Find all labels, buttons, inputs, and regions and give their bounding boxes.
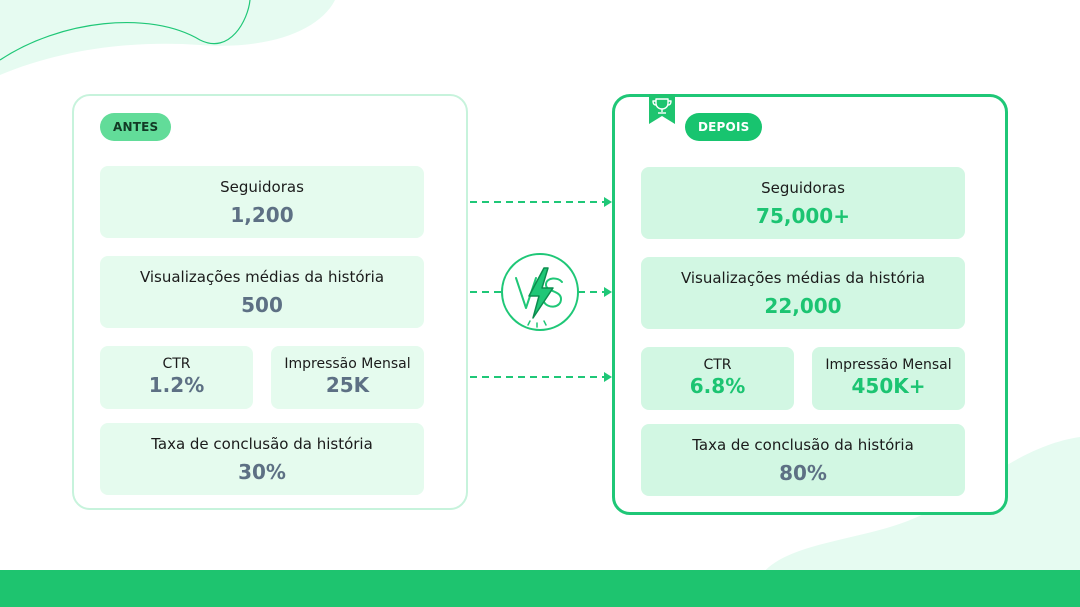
after-badge: DEPOIS (685, 113, 763, 141)
before-ctr-metric: CTR 1.2% (100, 346, 253, 409)
metric-label: Taxa de conclusão da história (151, 435, 373, 453)
before-impressions-metric: Impressão Mensal 25K (271, 346, 424, 409)
metric-value: 22,000 (764, 294, 842, 318)
metric-value: 30% (238, 460, 286, 484)
trophy-ribbon-icon (649, 94, 675, 124)
metric-label: Seguidoras (761, 179, 845, 197)
vs-lightning-icon (501, 253, 579, 331)
metric-value: 1,200 (230, 203, 294, 227)
after-ctr-metric: CTR 6.8% (641, 347, 794, 410)
background-blob-top-left (0, 0, 335, 75)
metric-value: 25K (325, 373, 370, 397)
metric-value: 1.2% (148, 373, 205, 397)
metric-value: 75,000+ (756, 204, 850, 228)
before-followers-metric: Seguidoras 1,200 (100, 166, 424, 238)
before-completion-metric: Taxa de conclusão da história 30% (100, 423, 424, 495)
metric-value: 80% (779, 461, 827, 485)
metric-value: 500 (241, 293, 283, 317)
footer-bar (0, 570, 1080, 607)
metric-label: Visualizações médias da história (139, 268, 385, 286)
metric-value: 6.8% (689, 374, 746, 398)
metric-label: Impressão Mensal (284, 356, 411, 372)
before-card: ANTES Seguidoras 1,200 Visualizações méd… (72, 94, 468, 510)
after-impressions-metric: Impressão Mensal 450K+ (812, 347, 965, 410)
metric-label: Taxa de conclusão da história (692, 436, 914, 454)
before-story-views-metric: Visualizações médias da história 500 (100, 256, 424, 328)
metric-label: CTR (162, 356, 191, 372)
before-badge: ANTES (100, 113, 172, 141)
metric-label: Visualizações médias da história (680, 269, 926, 287)
after-followers-metric: Seguidoras 75,000+ (641, 167, 965, 239)
metric-value: 450K+ (851, 374, 926, 398)
metric-label: Impressão Mensal (825, 357, 952, 373)
after-story-views-metric: Visualizações médias da história 22,000 (641, 257, 965, 329)
after-completion-metric: Taxa de conclusão da história 80% (641, 424, 965, 496)
metric-label: CTR (703, 357, 732, 373)
after-card: DEPOIS Seguidoras 75,000+ Visualizações … (612, 94, 1008, 515)
metric-label: Seguidoras (220, 178, 304, 196)
